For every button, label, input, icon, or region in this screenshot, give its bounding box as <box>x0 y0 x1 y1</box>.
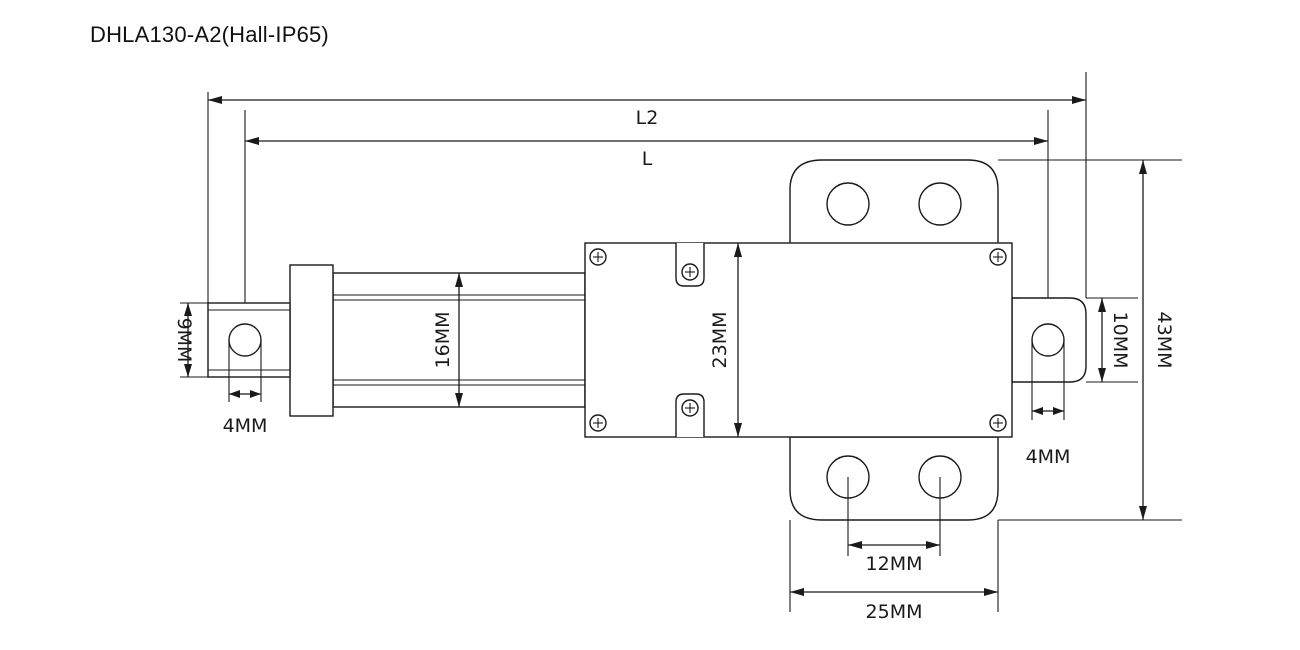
dimension-l2: L2 <box>207 72 1087 308</box>
mounting-bracket <box>789 159 999 521</box>
page-title: DHLA130-A2(Hall-IP65) <box>90 22 329 47</box>
bracket-hole-top-left <box>826 182 870 226</box>
rod-end-pin-hole <box>228 323 262 357</box>
dimension-overall-height: 43MM <box>998 159 1182 521</box>
dimension-bracket-width: 25MM <box>789 520 999 623</box>
dimension-label-l2: L2 <box>636 107 659 129</box>
screw-tab-top <box>675 243 705 287</box>
screw-top-right <box>989 248 1007 266</box>
dimension-label-l: L <box>642 148 653 170</box>
dimension-label-rear-end-hole: 4MM <box>1026 446 1071 468</box>
dimension-label-bracket-hole-spacing: 12MM <box>866 553 923 575</box>
dimension-bracket-hole-spacing: 12MM <box>847 477 941 575</box>
dimension-label-overall-height: 43MM <box>1153 312 1175 369</box>
dimension-label-rod-end-hole: 4MM <box>223 415 268 437</box>
dimension-label-body-height: 23MM <box>709 312 731 369</box>
rear-clevis <box>1011 297 1087 383</box>
dimension-tube-height: 16MM <box>432 273 463 407</box>
screw-bottom-left <box>589 414 607 432</box>
dimension-rear-end-hole: 4MM <box>1026 340 1071 468</box>
dimension-rear-end-height: 10MM <box>1086 297 1138 383</box>
actuator-body <box>584 242 1013 438</box>
dimension-label-bracket-width: 25MM <box>866 601 923 623</box>
dimension-label-tube-height: 16MM <box>432 312 454 369</box>
rod-end <box>207 302 291 378</box>
rear-pin-hole <box>1031 323 1065 357</box>
dimension-label-rod-end-height: 9MM <box>173 318 195 363</box>
front-flange <box>289 264 334 417</box>
screw-bottom-right <box>989 414 1007 432</box>
dimension-l: L <box>244 110 1049 340</box>
dimension-label-rear-end-height: 10MM <box>1109 312 1131 369</box>
screw-tab-bottom <box>675 393 705 437</box>
dimension-rod-end-height: 9MM <box>173 302 208 378</box>
dimension-body-height: 23MM <box>709 243 742 437</box>
dimension-rod-end-hole: 4MM <box>223 340 268 437</box>
screw-top-left <box>589 248 607 266</box>
bracket-hole-top-right <box>918 182 962 226</box>
